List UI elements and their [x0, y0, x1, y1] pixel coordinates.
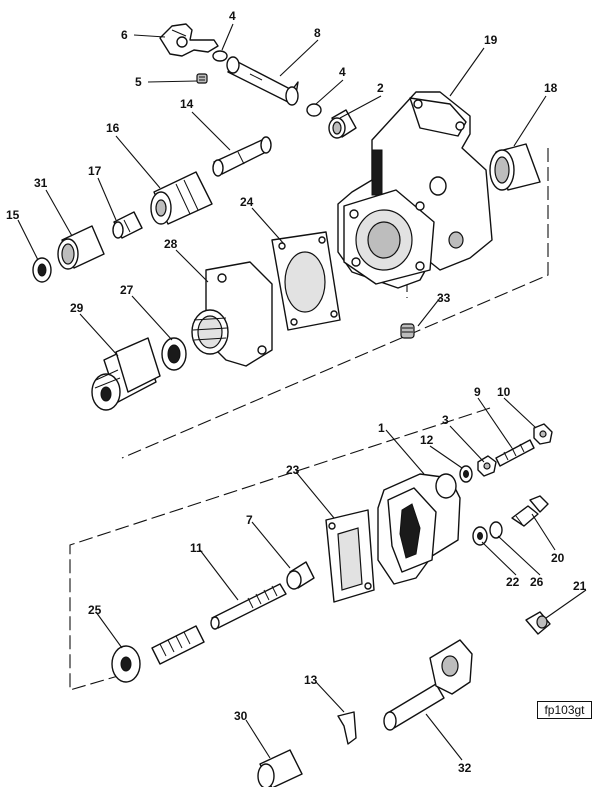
part-22-washer [472, 526, 488, 546]
part-14-pin [212, 136, 272, 177]
callout-2: 2 [377, 81, 384, 95]
callout-18: 18 [544, 81, 558, 95]
callout-30: 30 [234, 709, 248, 723]
callout-4-lower: 4 [339, 65, 346, 79]
part-20-bolt [511, 495, 549, 527]
part-4-o-ring-upper [212, 50, 228, 62]
part-15-washer [32, 257, 52, 283]
callout-28: 28 [164, 237, 178, 251]
callout-31: 31 [34, 176, 48, 190]
part-11-threaded-pin [210, 583, 287, 630]
callout-7: 7 [246, 513, 253, 527]
part-8-shaft [226, 56, 299, 106]
part-4-o-ring-lower [306, 103, 322, 117]
callout-29: 29 [70, 301, 84, 315]
part-1-body [377, 473, 461, 585]
part-31-bushing [57, 225, 105, 270]
part-24-gasket [271, 231, 341, 331]
part-33-plug [400, 323, 415, 339]
callout-15: 15 [6, 208, 20, 222]
part-26-washer [489, 521, 503, 539]
callout-24: 24 [240, 195, 254, 209]
callout-9: 9 [474, 385, 481, 399]
callout-4-upper: 4 [229, 9, 236, 23]
callout-10: 10 [497, 385, 511, 399]
part-27-bearing [161, 337, 187, 371]
part-16-sleeve [150, 171, 213, 225]
part-10-nut [533, 423, 553, 445]
callout-12: 12 [420, 433, 434, 447]
callout-26: 26 [530, 575, 544, 589]
callout-13: 13 [304, 673, 318, 687]
leader-lines [17, 23, 587, 761]
part-19-housing [337, 91, 493, 289]
part-29-fitting [91, 337, 161, 411]
part-28-cover [191, 261, 273, 367]
part-21-fitting [525, 611, 551, 635]
callout-22: 22 [506, 575, 520, 589]
part-2-bushing [328, 109, 357, 139]
callout-32: 32 [458, 761, 472, 775]
callout-14: 14 [180, 97, 194, 111]
callout-11: 11 [190, 541, 203, 555]
callout-20: 20 [551, 551, 565, 565]
part-9-bolt [495, 439, 535, 467]
callout-27: 27 [120, 283, 134, 297]
part-6-lever [159, 23, 219, 57]
part-30-bushing [257, 749, 303, 787]
figure-reference-label: fp103gt [537, 701, 592, 719]
part-32-shaft [383, 639, 473, 731]
callout-21: 21 [573, 579, 587, 593]
callout-1: 1 [378, 421, 385, 435]
callout-3: 3 [442, 413, 449, 427]
part-18-seal-ring [489, 143, 541, 191]
callout-25: 25 [88, 603, 102, 617]
callout-6: 6 [121, 28, 128, 42]
callout-8: 8 [314, 26, 321, 40]
part-23-gasket [325, 509, 375, 603]
part-13-key [337, 711, 357, 745]
callout-16: 16 [106, 121, 120, 135]
callout-numbers: 6 5 4 8 4 2 19 18 14 16 17 31 15 24 28 3… [6, 9, 587, 775]
callout-23: 23 [286, 463, 300, 477]
part-25-plug-and-spring [111, 625, 205, 683]
callout-17: 17 [88, 164, 102, 178]
part-12-washer [459, 465, 473, 483]
callout-19: 19 [484, 33, 498, 47]
callout-33: 33 [437, 291, 451, 305]
part-17-cylinder [112, 211, 143, 239]
part-7-plug [286, 561, 315, 590]
callout-5: 5 [135, 75, 142, 89]
part-5-screw [196, 73, 208, 84]
